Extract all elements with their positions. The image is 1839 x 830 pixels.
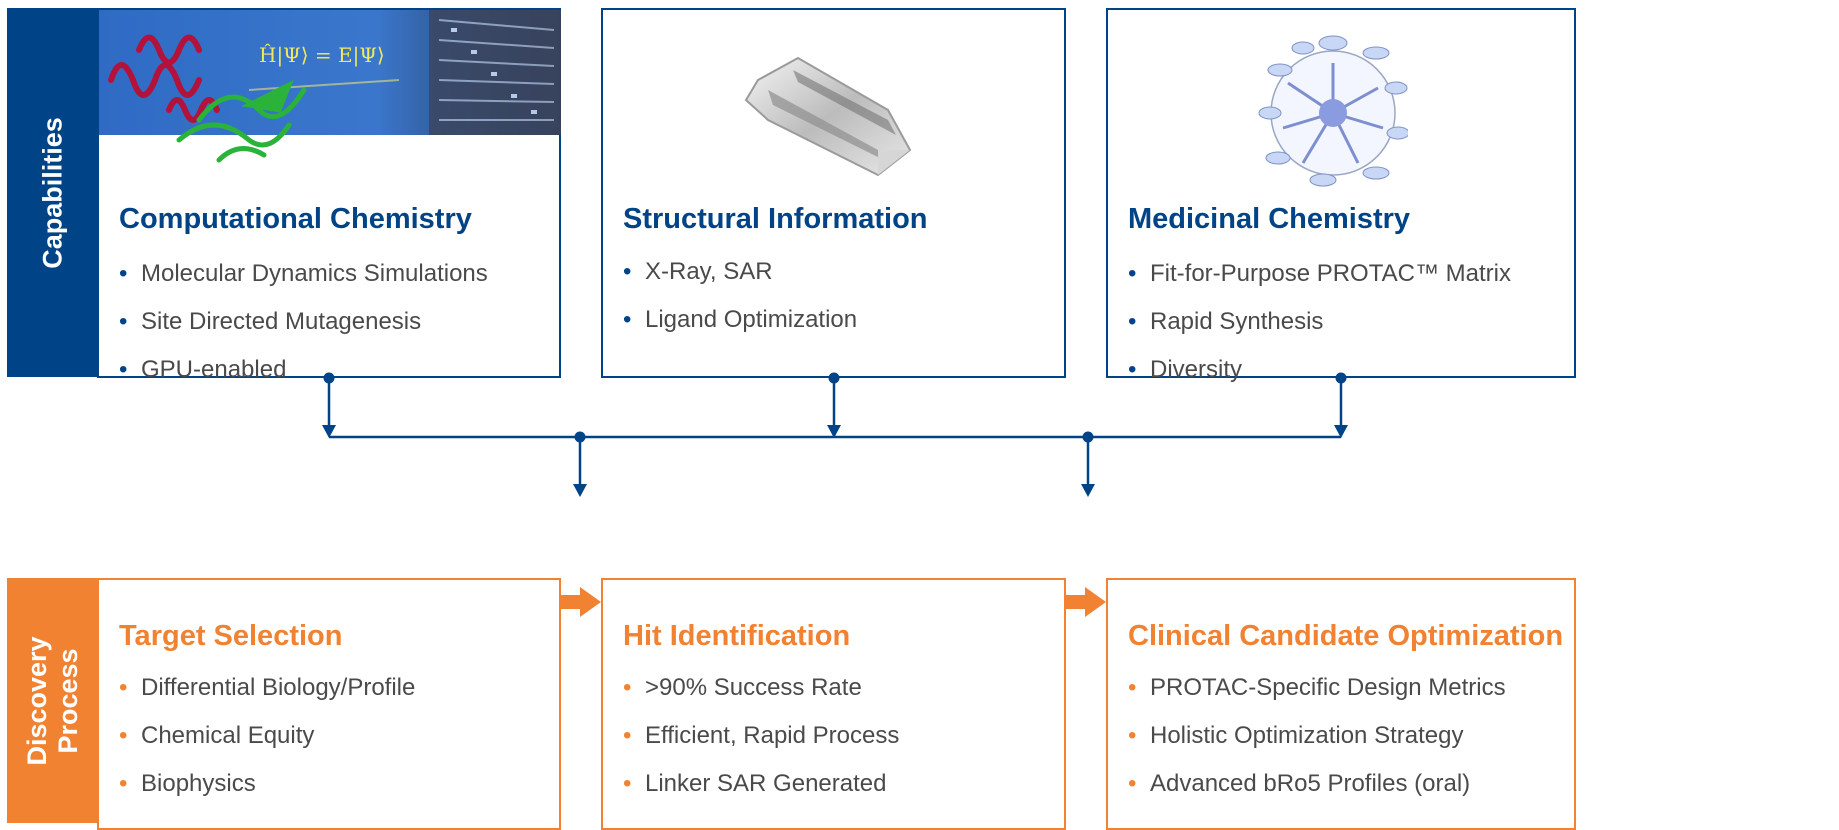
card-items: PROTAC-Specific Design Metrics Holistic … (1128, 664, 1506, 808)
list-item: Biophysics (119, 760, 415, 808)
list-item: Advanced bRo5 Profiles (oral) (1128, 760, 1506, 808)
discovery-process-band: Discovery Process (7, 578, 98, 823)
card-items: Molecular Dynamics Simulations Site Dire… (119, 250, 488, 394)
connector-dot (1082, 431, 1094, 443)
list-item: Fit-for-Purpose PROTAC™ Matrix (1128, 250, 1511, 298)
arrow-down-icon (322, 425, 336, 438)
list-item: Linker SAR Generated (623, 760, 899, 808)
protein-red-helix (108, 34, 220, 123)
protein-green-sheet (176, 79, 307, 163)
crystal-image (738, 50, 928, 185)
protac-matrix-image (1258, 28, 1410, 188)
card-hit-identification: Hit Identification >90% Success Rate Eff… (601, 578, 1066, 830)
list-item: Efficient, Rapid Process (623, 712, 899, 760)
arrow-down-icon (827, 425, 841, 438)
card-title: Target Selection (119, 620, 343, 652)
equation-formula-graphic (248, 79, 400, 91)
card-title: Hit Identification (623, 620, 851, 652)
card-clinical-candidate-optimization: Clinical Candidate Optimization PROTAC-S… (1106, 578, 1576, 830)
list-item: Molecular Dynamics Simulations (119, 250, 488, 298)
card-title: Clinical Candidate Optimization (1128, 620, 1564, 652)
arrow-down-icon (1334, 425, 1348, 438)
list-item: Site Directed Mutagenesis (119, 298, 488, 346)
capabilities-band: Capabilities (7, 8, 98, 377)
arrow-right-icon (1066, 587, 1106, 617)
card-items: >90% Success Rate Efficient, Rapid Proce… (623, 664, 899, 808)
list-item: Rapid Synthesis (1128, 298, 1511, 346)
list-item: Diversity (1128, 346, 1511, 394)
list-item: X-Ray, SAR (623, 248, 857, 296)
card-title: Medicinal Chemistry (1128, 203, 1411, 235)
computational-chemistry-image: Ĥ|Ψ⟩ = E|Ψ⟩ (99, 10, 561, 165)
connector-dot (1335, 372, 1347, 384)
arrow-down-icon (1081, 484, 1095, 497)
card-items: Differential Biology/Profile Chemical Eq… (119, 664, 415, 808)
equation-text: Ĥ|Ψ⟩ = E|Ψ⟩ (259, 43, 385, 68)
card-structural-information: Structural Information X-Ray, SAR Ligand… (601, 8, 1066, 378)
connector-dot (574, 431, 586, 443)
list-item: Ligand Optimization (623, 296, 857, 344)
list-item: Chemical Equity (119, 712, 415, 760)
card-title: Structural Information (623, 203, 928, 235)
card-computational-chemistry: Ĥ|Ψ⟩ = E|Ψ⟩ Computational Chemistry Mole… (97, 8, 561, 394)
connector-dot (323, 372, 335, 384)
arrow-right-icon (561, 587, 601, 617)
card-items: X-Ray, SAR Ligand Optimization (623, 248, 857, 344)
card-items: Fit-for-Purpose PROTAC™ Matrix Rapid Syn… (1128, 250, 1511, 394)
card-title: Computational Chemistry (119, 203, 472, 235)
list-item: Differential Biology/Profile (119, 664, 415, 712)
list-item: GPU-enabled (119, 346, 488, 394)
connector-dot (828, 372, 840, 384)
list-item: >90% Success Rate (623, 664, 899, 712)
list-item: PROTAC-Specific Design Metrics (1128, 664, 1506, 712)
card-medicinal-chemistry: Medicinal Chemistry Fit-for-Purpose PROT… (1106, 8, 1576, 394)
arrow-down-icon (573, 484, 587, 497)
server-rack-graphic (429, 10, 561, 135)
list-item: Holistic Optimization Strategy (1128, 712, 1506, 760)
